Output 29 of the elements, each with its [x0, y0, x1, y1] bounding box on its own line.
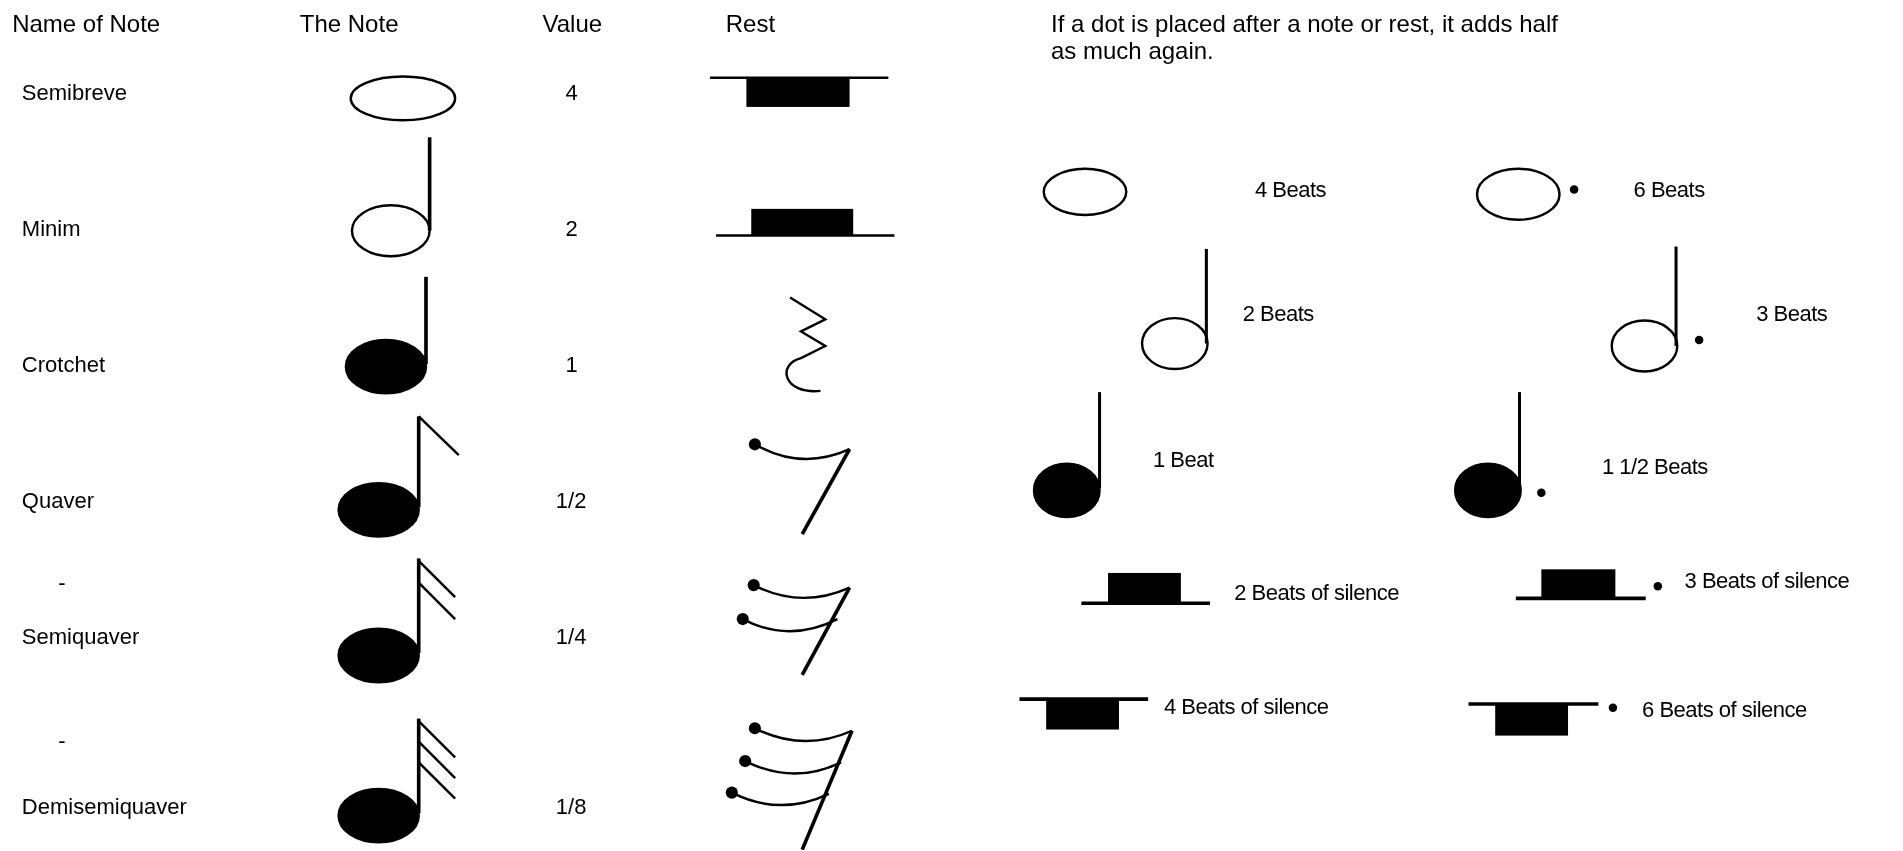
note-name: Crotchet [21, 351, 105, 378]
note-name: Demisemiquaver [21, 793, 187, 819]
note-value: 1/4 [555, 623, 587, 650]
note-name: Semibreve [21, 80, 127, 106]
note-name: Quaver [21, 487, 94, 514]
beat-count: 4 Beats of silence [1163, 694, 1329, 720]
beat-count: 6 Beats [1633, 177, 1705, 203]
column-header: The Note [299, 9, 399, 38]
note-name: Minim [21, 216, 81, 242]
note-value: 1 [565, 351, 578, 378]
beat-count: 3 Beats [1756, 301, 1828, 327]
beat-count: 4 Beats [1254, 177, 1326, 203]
beat-count: 2 Beats of silence [1234, 580, 1399, 606]
column-header: Rest [725, 9, 776, 38]
beat-count: 2 Beats [1242, 301, 1314, 327]
note-text: If a dot is placed after a note or rest, it adds half as much again. [1051, 9, 1559, 65]
beat-count: 3 Beats of silence [1684, 568, 1850, 594]
beat-count: 1 Beat [1152, 446, 1214, 472]
dash-mark: - [58, 728, 66, 754]
note-value: 2 [565, 216, 578, 242]
beat-count: 6 Beats of silence [1642, 696, 1807, 722]
beat-count: 1 1/2 Beats [1602, 453, 1708, 480]
dash-mark: - [58, 570, 66, 596]
column-header: Name of Note [12, 9, 161, 38]
note-value: 4 [565, 80, 578, 106]
note-value: 1/8 [555, 793, 587, 819]
note-name: Semiquaver [21, 623, 140, 650]
note-value: 1/2 [555, 487, 587, 514]
column-header: Value [542, 9, 603, 38]
